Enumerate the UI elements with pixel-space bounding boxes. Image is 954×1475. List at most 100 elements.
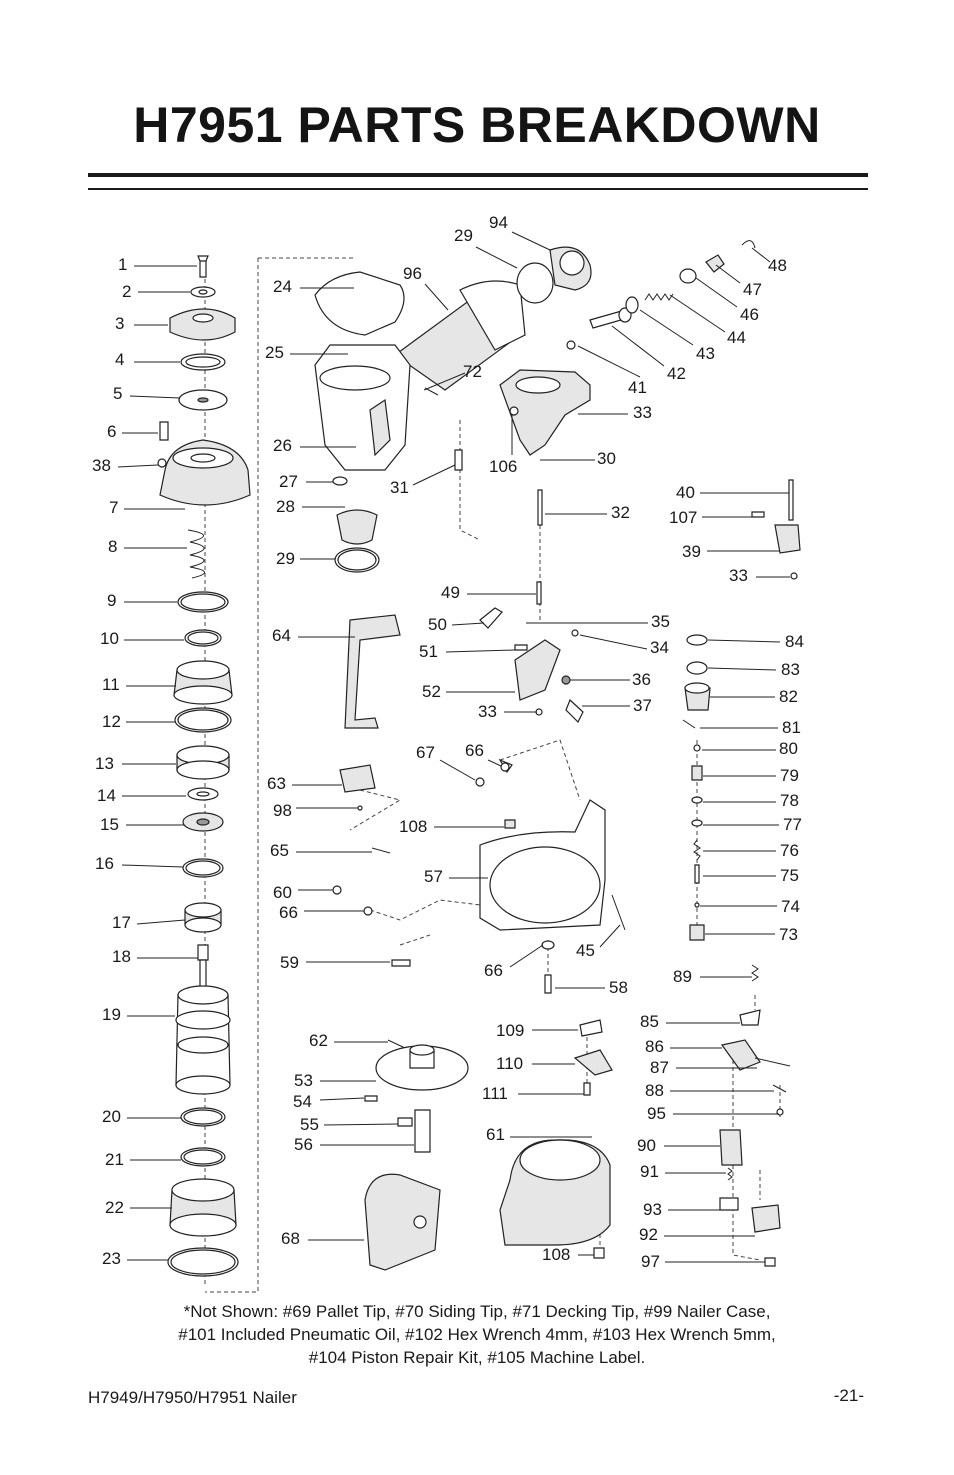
part-callout-number: 95 [647,1104,666,1123]
part-callout-number: 92 [639,1225,658,1244]
part-callout-number: 89 [673,967,692,986]
part-callout-number: 25 [265,343,284,362]
part-callout-number: 61 [486,1125,505,1144]
part-callout-number: 41 [628,378,647,397]
part-callout-number: 56 [294,1135,313,1154]
part-callout-number: 88 [645,1081,664,1100]
callout-leader-line [669,294,726,333]
part-callout-number: 91 [640,1162,659,1181]
note-line-1: *Not Shown: #69 Pallet Tip, #70 Siding T… [183,1302,771,1321]
part-callout-number: 66 [279,903,298,922]
footer-page-number: -21- [833,1386,864,1405]
callout-leader-line [451,622,485,626]
part-callout-number: 78 [780,791,799,810]
part-callout-number: 59 [280,953,299,972]
callout-leader-line [611,325,665,367]
callout-leader-line [423,372,466,391]
part-callout-number: 29 [276,549,295,568]
part-callout-number: 17 [112,913,131,932]
part-callout-number: 11 [102,675,120,694]
part-callout-number: 23 [102,1249,121,1268]
part-callout-number: 48 [768,256,787,275]
part-callout-number: 33 [633,403,652,422]
callout-leader-line [323,1123,399,1126]
part-callout-number: 47 [743,280,762,299]
part-callout-number: 80 [779,739,798,758]
part-callout-number: 34 [650,638,669,657]
exploded-parts-diagram: 1234563878910111213141516171819202122232… [92,213,804,1293]
part-callout-number: 24 [273,277,292,296]
part-callout-number: 60 [273,883,292,902]
part-callout-number: 93 [643,1200,662,1219]
part-callout-number: 44 [727,328,746,347]
part-callout-number: 63 [267,774,286,793]
part-callout-number: 94 [489,213,508,232]
magazine-parts [332,758,626,994]
part-callout-number: 39 [682,542,701,561]
callout-leader-line [715,264,741,284]
callout-leader-line [487,759,502,767]
part-callout-number: 66 [465,741,484,760]
callout-leader-line [511,231,551,251]
part-callout-number: 74 [781,897,800,916]
callout-leader-line [319,1097,365,1101]
valve-parts [499,240,756,526]
part-callout-number: 9 [107,591,116,610]
part-callout-number: 36 [632,670,651,689]
part-callout-number: 97 [641,1252,660,1271]
part-callout-number: 27 [279,472,298,491]
part-callout-number: 31 [390,478,409,497]
part-callout-number: 62 [309,1031,328,1050]
depth-adjust-parts [719,964,791,1267]
part-callout-number: 68 [281,1229,300,1248]
part-callout-number: 38 [92,456,111,475]
part-callout-number: 111 [482,1084,508,1103]
callout-leader-line [599,924,621,948]
part-callout-number: 87 [650,1058,669,1077]
part-callout-number: 10 [100,629,119,648]
part-callout-number: 26 [273,436,292,455]
part-callout-number: 13 [95,754,114,773]
part-callout-number: 20 [102,1107,121,1126]
part-callout-number: 40 [676,483,695,502]
callout-leader-line [509,944,544,968]
part-callout-number: 82 [779,687,798,706]
callout-leader-line [695,277,738,308]
part-callout-number: 28 [276,497,295,516]
part-callout-number: 18 [112,947,131,966]
part-callout-number: 45 [576,941,595,960]
part-callout-number: 96 [403,264,422,283]
part-callout-number: 98 [273,801,292,820]
part-callout-number: 5 [113,384,122,403]
title-rule-thick [88,173,868,177]
part-callout-number: 66 [484,961,503,980]
part-callout-number: 81 [782,718,801,737]
canister-part [499,1139,611,1259]
callout-leader-line [639,309,694,346]
page-title: H7951 PARTS BREAKDOWN [133,97,821,153]
part-callout-number: 1 [118,255,127,274]
part-callout-number: 22 [105,1198,124,1217]
callout-leader-line [579,634,648,650]
part-callout-number: 108 [542,1245,570,1264]
part-callout-number: 43 [696,344,715,363]
not-shown-note: *Not Shown: #69 Pallet Tip, #70 Siding T… [0,1300,954,1369]
note-line-3: #104 Piston Repair Kit, #105 Machine Lab… [308,1348,646,1367]
part-callout-number: 65 [270,841,289,860]
magazine-cover-part [364,1173,441,1271]
callout-leader-line [445,649,516,653]
part-callout-number: 58 [609,978,628,997]
part-callout-number: 109 [496,1021,524,1040]
part-callout-number: 57 [424,867,443,886]
part-callout-number: 42 [667,364,686,383]
callout-leader-line [475,246,518,269]
part-callout-number: 19 [102,1005,121,1024]
callout-leader-line [707,667,777,671]
callout-leader-line [412,464,456,486]
callout-leader-line [117,464,159,468]
part-callout-number: 55 [300,1115,319,1134]
part-callout-number: 76 [780,841,799,860]
part-callout-number: 90 [637,1136,656,1155]
bracket-parts [573,1019,613,1096]
trigger-parts [479,581,584,724]
